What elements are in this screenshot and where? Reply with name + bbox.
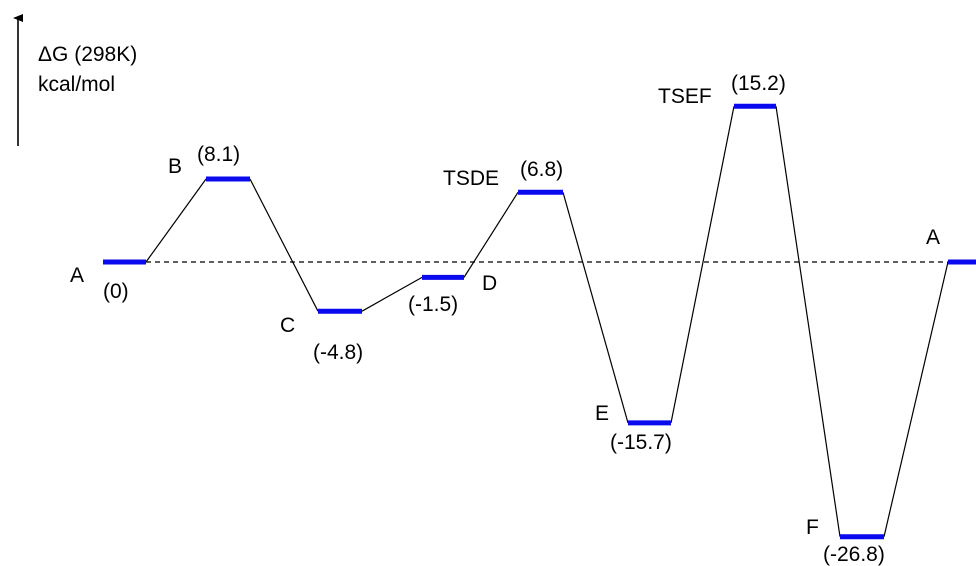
state-name-tsef: TSEF [658,85,712,108]
value-label-a: (0) [103,280,129,303]
state-name-b: B [168,155,182,178]
connector-b-c [249,178,319,312]
state-name-a-final: A [926,226,940,249]
connector-tsef-f [775,106,841,537]
value-label-d: (-1.5) [408,293,458,316]
connectors [145,106,949,537]
state-name-e: E [595,402,609,425]
value-label-e: (-15.7) [610,431,672,454]
connector-a-b [145,178,207,263]
state-name-a: A [70,264,84,287]
energy-values: (0) (8.1) (-4.8) (-1.5) (6.8) (-15.7) (1… [103,72,885,566]
state-name-d: D [482,272,497,295]
value-label-f: (-26.8) [823,543,885,566]
state-names: A B C D TSDE E TSEF F A [70,85,940,539]
value-label-tsde: (6.8) [520,158,563,181]
axis-label-line1: ΔG (298K) [38,43,137,66]
axis-label-line2: kcal/mol [38,73,115,96]
state-name-tsde: TSDE [443,167,499,190]
value-label-tsef: (15.2) [731,72,786,95]
state-name-c: C [280,314,295,337]
state-name-f: F [806,516,819,539]
value-label-b: (8.1) [197,143,240,166]
connector-f-a [883,261,949,537]
energy-levels [103,103,976,540]
connector-e-tsef [670,106,735,424]
connector-c-d [361,276,423,312]
connector-d-tsde [463,191,519,278]
connector-tsde-e [562,192,629,424]
value-label-c: (-4.8) [313,341,363,364]
